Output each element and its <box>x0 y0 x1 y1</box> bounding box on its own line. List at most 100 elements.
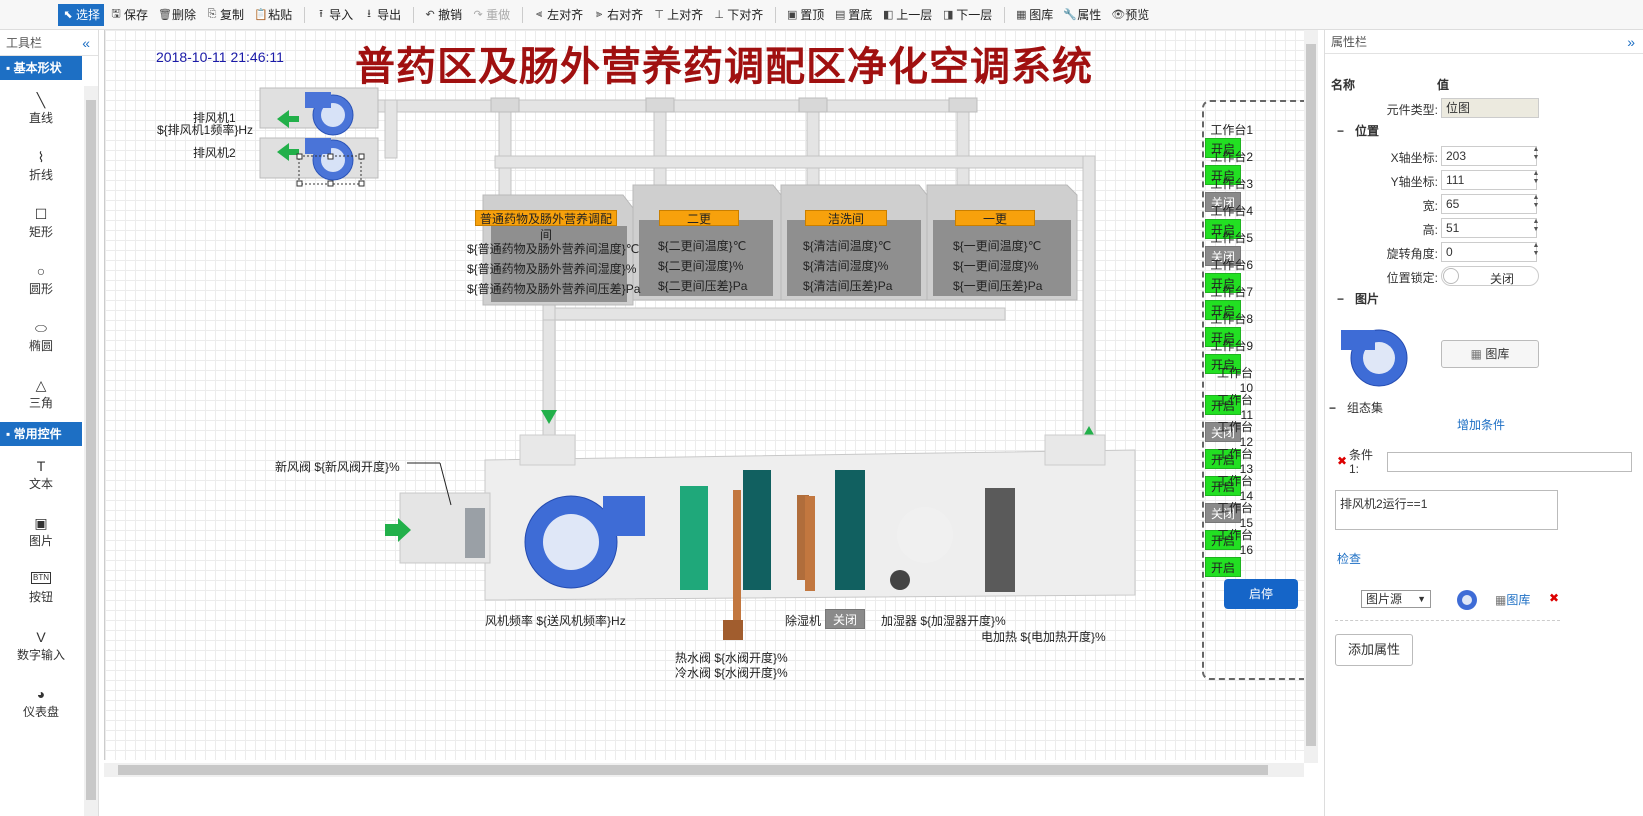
tool-circle[interactable]: ○圆形 <box>0 251 82 308</box>
toolbar-send-bottom-button[interactable]: ▤置底 <box>830 4 876 26</box>
toolbar-align-top-button[interactable]: ⊤上对齐 <box>649 4 707 26</box>
toolbar-align-bottom-button[interactable]: ⊥下对齐 <box>709 4 767 26</box>
state-set-group[interactable]: −组态集 <box>1325 396 1643 420</box>
canvas-hscroll-thumb[interactable] <box>118 765 1268 775</box>
workbench-status-badge[interactable]: 开启 <box>1205 273 1241 293</box>
design-canvas[interactable]: 2018-10-11 21:46:11 普药区及肠外营养药调配区净化空调系统 <box>104 30 1304 760</box>
canvas-vertical-scrollbar[interactable] <box>1304 30 1318 763</box>
tool-panel-scrollbar[interactable] <box>84 86 98 816</box>
toolbar-gallery-button[interactable]: ▦图库 <box>1011 4 1057 26</box>
dropdown-arrow-icon: ▼ <box>1417 594 1426 604</box>
toolbar-label: 保存 <box>124 8 149 22</box>
remove-image-icon[interactable]: ✖ <box>1549 591 1560 605</box>
workbench-row: 工作台15开启 <box>1205 499 1290 550</box>
toolbar-redo-button[interactable]: ↷重做 <box>468 4 514 26</box>
tool-gauge[interactable]: ◕仪表盘 <box>0 674 82 731</box>
tool-panel-title: 工具栏 <box>6 36 43 50</box>
gallery-button[interactable]: ▦ 图库 <box>1441 340 1539 368</box>
workbench-status-badge[interactable]: 开启 <box>1205 300 1241 320</box>
expression-textarea[interactable]: 排风机2运行==1 <box>1335 490 1558 530</box>
collapse-right-icon[interactable]: » <box>1627 34 1635 50</box>
check-link[interactable]: 检查 <box>1337 552 1362 566</box>
toolbar-align-left-button[interactable]: ⫷左对齐 <box>529 4 587 26</box>
tool-triangle[interactable]: △三角 <box>0 365 82 422</box>
position-group[interactable]: −位置 <box>1325 119 1643 143</box>
tool-polyline[interactable]: ⌇折线 <box>0 137 82 194</box>
workbench-label: 工作台1 <box>1210 123 1253 137</box>
room-interior <box>491 220 1071 302</box>
workbench-status-badge[interactable]: 开启 <box>1205 138 1241 158</box>
tool-image[interactable]: ▣图片 <box>0 503 82 560</box>
collapse-group-icon[interactable]: − <box>1337 292 1345 306</box>
add-condition-link[interactable]: 增加条件 <box>1457 418 1506 432</box>
toolbar-save-button[interactable]: 🖫保存 <box>106 4 152 26</box>
toolbar-props-button[interactable]: 🔧属性 <box>1059 4 1105 26</box>
toolbar-preview-button[interactable]: 👁预览 <box>1107 4 1153 26</box>
y-spinner-icon[interactable]: ▲▼ <box>1532 170 1540 185</box>
image-group[interactable]: −图片 <box>1325 287 1643 311</box>
lock-toggle[interactable]: 关闭 <box>1441 266 1539 286</box>
workbench-status-badge[interactable]: 关闭 <box>1205 503 1241 523</box>
tool-rectangle[interactable]: ☐矩形 <box>0 194 82 251</box>
scrollbar-thumb[interactable] <box>86 100 96 800</box>
toolbar-paste-button[interactable]: 📋粘贴 <box>250 4 296 26</box>
condition-input[interactable] <box>1387 452 1632 472</box>
toolbar-bring-top-button[interactable]: ▣置顶 <box>782 4 828 26</box>
workbench-status-badge[interactable]: 开启 <box>1205 557 1241 577</box>
tool-section-header[interactable]: ▪ 基本形状 <box>0 56 82 80</box>
workbench-status-badge[interactable]: 关闭 <box>1205 422 1241 442</box>
dehumidifier-state[interactable]: 关闭 <box>825 609 865 629</box>
workbench-status-badge[interactable]: 开启 <box>1205 219 1241 239</box>
height-spinner-icon[interactable]: ▲▼ <box>1532 218 1540 233</box>
workbench-status-badge[interactable]: 开启 <box>1205 165 1241 185</box>
workbench-status-badge[interactable]: 开启 <box>1205 476 1241 496</box>
image-source-select[interactable]: 图片源▼ <box>1361 590 1431 608</box>
workbench-status-badge[interactable]: 关闭 <box>1205 246 1241 266</box>
toolbar-layer-down-button[interactable]: ◨下一层 <box>938 4 996 26</box>
toolbar-layer-up-button[interactable]: ◧上一层 <box>878 4 936 26</box>
x-input[interactable]: 203 <box>1441 146 1537 166</box>
workbench-status-badge[interactable]: 开启 <box>1205 449 1241 469</box>
rotation-input[interactable]: 0 <box>1441 242 1537 262</box>
toolbar-export-button[interactable]: ⭳导出 <box>359 4 405 26</box>
tool-section-header[interactable]: ▪ 常用控件 <box>0 422 82 446</box>
canvas-horizontal-scrollbar[interactable] <box>104 763 1304 777</box>
width-input[interactable]: 65 <box>1441 194 1537 214</box>
add-attribute-button[interactable]: 添加属性 <box>1335 634 1413 666</box>
x-spinner-icon[interactable]: ▲▼ <box>1532 146 1540 161</box>
layer-up-icon: ◧ <box>883 9 894 21</box>
workbench-status-badge[interactable]: 开启 <box>1205 395 1241 415</box>
toolbar-align-right-button[interactable]: ⫸右对齐 <box>589 4 647 26</box>
toolbar-undo-button[interactable]: ↶撤销 <box>420 4 466 26</box>
room-humidity-reading: ${二更间湿度}% <box>658 259 744 273</box>
gallery-link[interactable]: ▦图库 <box>1495 591 1530 608</box>
workbench-status-badge[interactable]: 关闭 <box>1205 192 1241 212</box>
toolbar-import-button[interactable]: ⭱导入 <box>311 4 357 26</box>
toolbar-select-button[interactable]: ⬉选择 <box>58 3 105 26</box>
tool-ellipse[interactable]: ⬭椭圆 <box>0 308 82 365</box>
start-stop-button[interactable]: 启停 <box>1224 579 1298 609</box>
bring-to-top-icon: ▣ <box>787 9 798 21</box>
workbench-status-badge[interactable]: 开启 <box>1205 530 1241 550</box>
toolbar-delete-button[interactable]: 🗑删除 <box>154 4 200 26</box>
y-input[interactable]: 111 <box>1441 170 1537 190</box>
tool-label: 仪表盘 <box>22 705 59 719</box>
remove-condition-icon[interactable]: ✖ <box>1337 454 1348 468</box>
tool-label: 椭圆 <box>28 339 53 353</box>
collapse-group-icon[interactable]: − <box>1329 401 1337 415</box>
toolbar-copy-button[interactable]: ⎘复制 <box>202 4 248 26</box>
canvas-vscroll-thumb[interactable] <box>1306 44 1316 746</box>
cold-water-valve-label: 冷水阀 ${水阀开度}% <box>675 666 788 680</box>
workbench-status-badge[interactable]: 开启 <box>1205 327 1241 347</box>
collapse-left-icon[interactable]: « <box>82 35 90 51</box>
width-spinner-icon[interactable]: ▲▼ <box>1532 194 1540 209</box>
tool-line[interactable]: ╲直线 <box>0 80 82 137</box>
workbench-status-badge[interactable]: 开启 <box>1205 354 1241 374</box>
rotation-spinner-icon[interactable]: ▲▼ <box>1532 242 1540 257</box>
height-input[interactable]: 51 <box>1441 218 1537 238</box>
collapse-group-icon[interactable]: − <box>1337 124 1345 138</box>
delete-icon: 🗑 <box>158 9 172 21</box>
